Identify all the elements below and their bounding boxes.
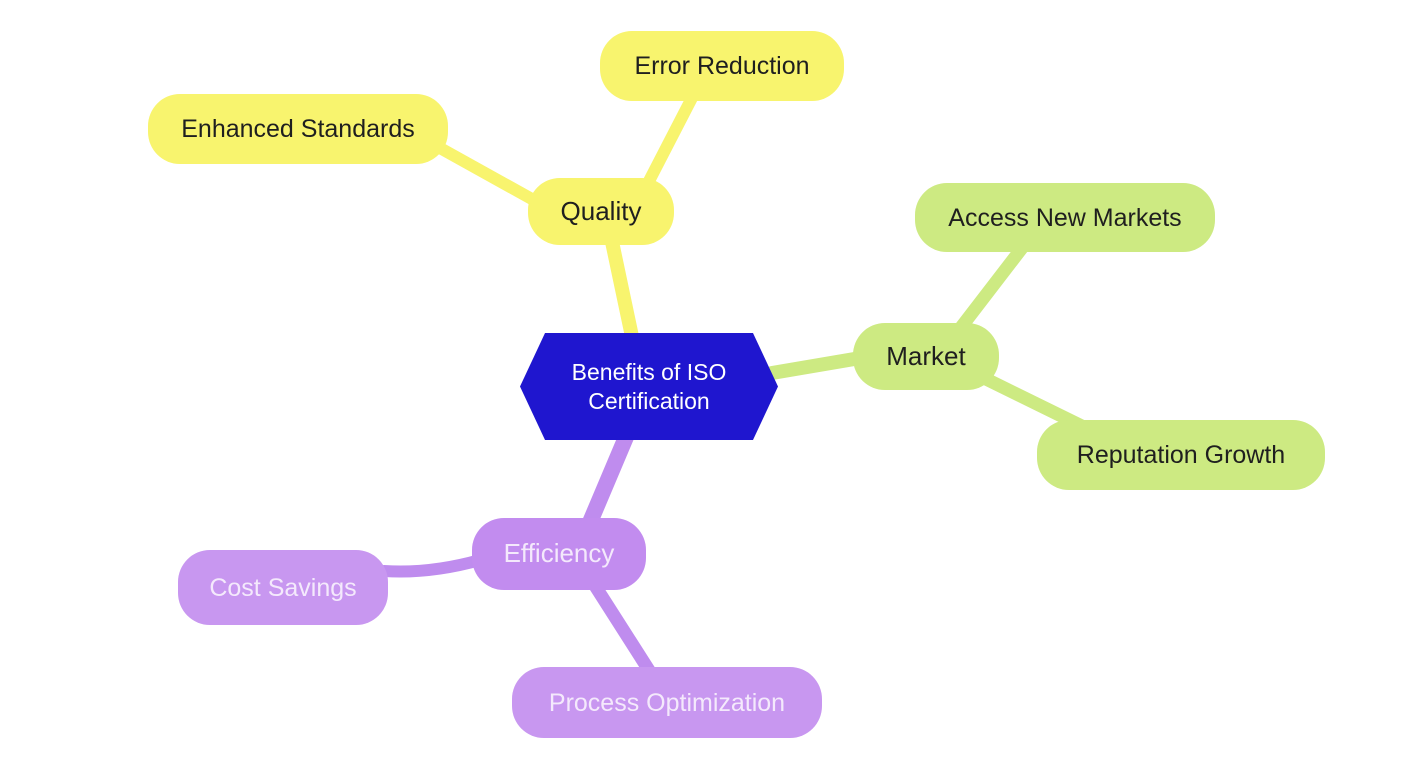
node-label: Market	[886, 340, 966, 371]
edge-root-efficiency	[580, 422, 637, 535]
node-label: Quality	[560, 195, 642, 226]
root-node: Benefits of ISO Certification	[520, 333, 778, 440]
root-node-label: Benefits of ISO Certification	[571, 358, 727, 414]
node-enhanced-standards: Enhanced Standards	[148, 94, 448, 164]
node-label: Efficiency	[503, 538, 615, 569]
edge-efficiency-process-optimization	[585, 574, 659, 682]
node-quality: Quality	[528, 178, 674, 245]
edge-efficiency-cost-savings	[378, 554, 486, 578]
node-error-reduction: Error Reduction	[600, 31, 844, 101]
node-label: Cost Savings	[209, 573, 357, 602]
edge-root-quality	[604, 230, 641, 353]
node-efficiency: Efficiency	[472, 518, 646, 590]
node-process-optimization: Process Optimization	[512, 667, 822, 738]
node-market: Market	[853, 323, 999, 390]
node-reputation-growth: Reputation Growth	[1037, 420, 1325, 490]
edge-market-access-new-markets	[952, 241, 1029, 337]
node-label: Process Optimization	[548, 688, 786, 717]
node-access-new-markets: Access New Markets	[915, 183, 1215, 252]
node-cost-savings: Cost Savings	[178, 550, 388, 625]
node-label: Enhanced Standards	[181, 115, 415, 143]
node-label: Error Reduction	[634, 52, 810, 80]
node-label: Access New Markets	[948, 203, 1182, 232]
node-label: Reputation Growth	[1076, 441, 1286, 469]
edge-quality-error-reduction	[641, 86, 701, 191]
